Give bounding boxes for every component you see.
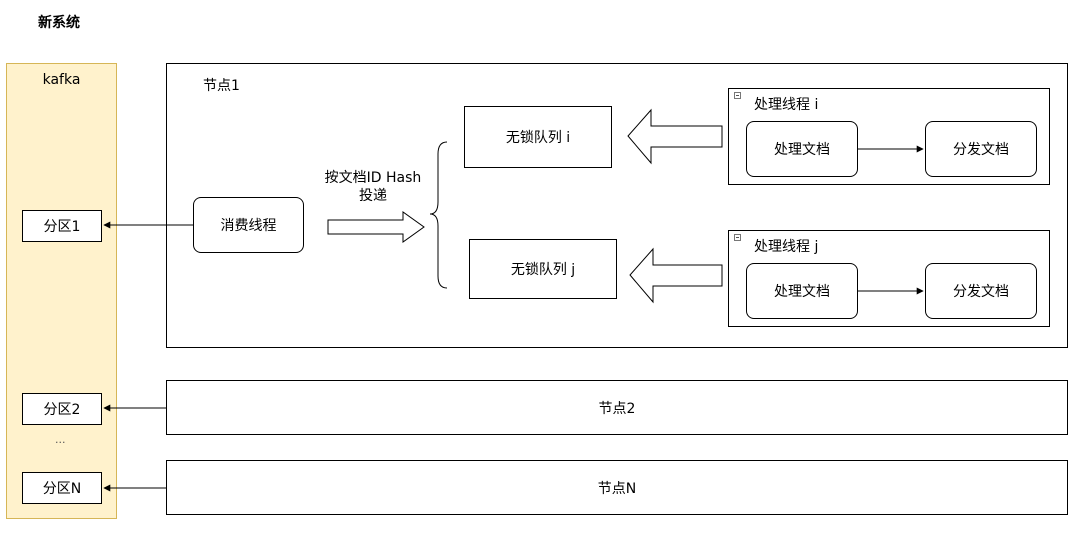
lockfree-queue-j[interactable]: 无锁队列 j [469, 239, 617, 299]
hash-dispatch-line-2: 投递 [359, 188, 387, 204]
hash-dispatch-block-arrow [327, 211, 425, 243]
collapse-icon[interactable] [734, 234, 741, 241]
consumer-thread[interactable]: 消费线程 [193, 197, 304, 253]
diagram-title: 新系统 [38, 15, 80, 31]
node-n-container[interactable]: 节点N [166, 460, 1068, 515]
thread-i-process-doc-label: 处理文档 [774, 142, 830, 158]
thread-i-process-doc[interactable]: 处理文档 [746, 121, 858, 177]
dispatch-brace [429, 141, 448, 289]
lockfree-queue-i[interactable]: 无锁队列 i [464, 106, 612, 168]
node-1-label: 节点1 [203, 78, 240, 94]
node-2-label: 节点2 [598, 400, 636, 417]
lockfree-queue-j-label: 无锁队列 j [510, 262, 576, 278]
node-2-container[interactable]: 节点2 [166, 380, 1068, 435]
thread-i-to-queue-i-block-arrow [627, 108, 723, 165]
partition-2[interactable]: 分区2 [22, 393, 102, 425]
partition-n-label: 分区N [42, 481, 82, 497]
thread-j-dispatch-doc[interactable]: 分发文档 [925, 263, 1037, 319]
hash-dispatch-line-1: 按文档ID Hash [324, 170, 422, 186]
thread-j-process-doc[interactable]: 处理文档 [746, 263, 858, 319]
consumer-thread-label: 消费线程 [220, 218, 277, 234]
lockfree-queue-i-label: 无锁队列 i [505, 130, 571, 146]
collapse-icon[interactable] [734, 92, 741, 99]
thread-j-dispatch-doc-label: 分发文档 [953, 284, 1009, 300]
thread-i-dispatch-doc-label: 分发文档 [953, 142, 1009, 158]
partition-2-label: 分区2 [43, 402, 81, 418]
node-n-label: 节点N [597, 480, 637, 497]
kafka-label: kafka [42, 72, 81, 88]
partition-1[interactable]: 分区1 [22, 210, 102, 242]
partition-1-label: 分区1 [43, 219, 81, 235]
thread-i-title: 处理线程 i [754, 97, 819, 113]
kafka-container [6, 63, 117, 519]
hash-dispatch-label: 按文档ID Hash 投递 [305, 169, 441, 205]
partition-n[interactable]: 分区N [22, 472, 102, 504]
thread-j-process-doc-label: 处理文档 [774, 284, 830, 300]
thread-j-to-queue-j-block-arrow [629, 247, 723, 304]
partition-ellipsis: ... [55, 433, 66, 446]
thread-i-dispatch-doc[interactable]: 分发文档 [925, 121, 1037, 177]
thread-j-title: 处理线程 j [754, 239, 819, 255]
